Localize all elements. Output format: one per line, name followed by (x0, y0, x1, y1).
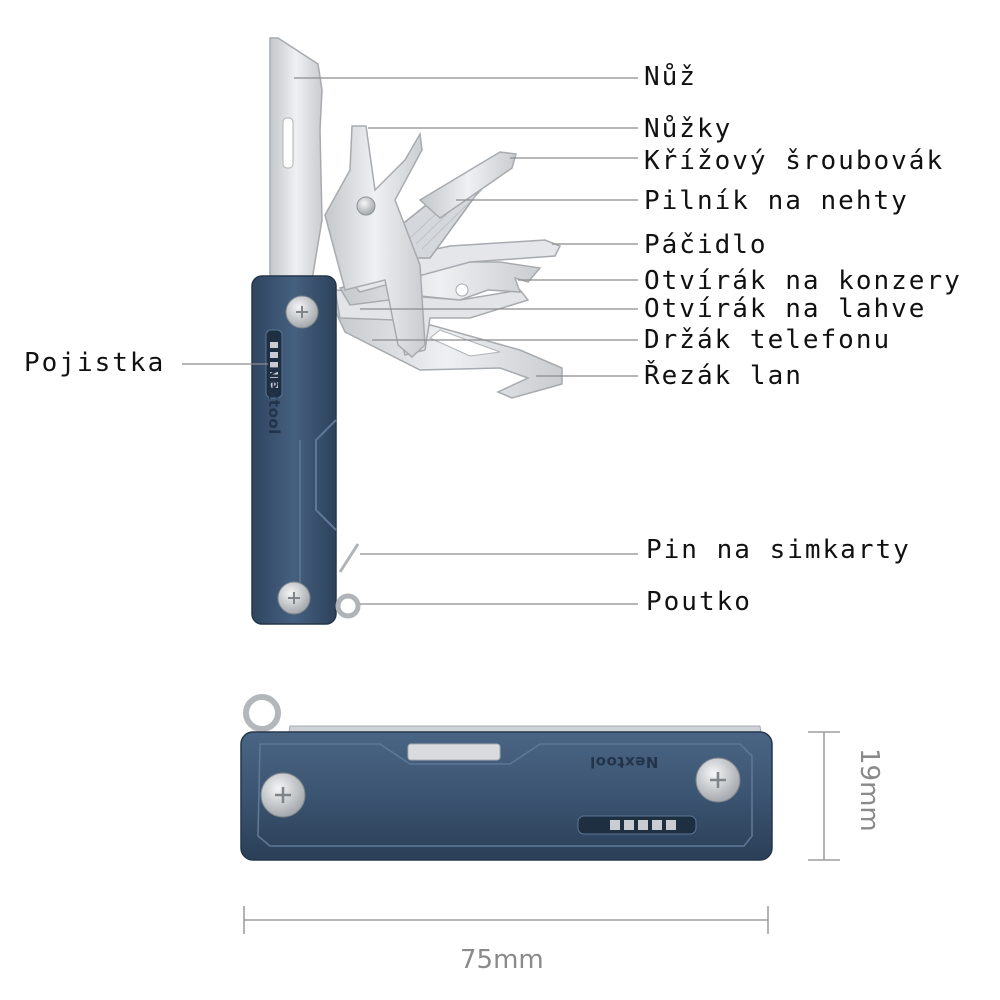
label-sim-pin: Pin na simkarty (646, 535, 911, 565)
label-nail-file: Pilník na nehty (644, 186, 909, 216)
dimension-lines (243, 731, 840, 934)
closed-multitool (240, 694, 773, 861)
label-phone-holder: Držák telefonu (644, 325, 892, 355)
label-phillips-screwdriver: Křížový šroubovák (644, 146, 945, 176)
lanyard-ring (335, 593, 361, 619)
lock-slider-closed (577, 815, 697, 835)
label-scissors: Nůžky (644, 114, 733, 144)
label-pry-bar: Páčidlo (644, 230, 768, 260)
callout-leader-lines (182, 77, 638, 605)
tool-handle-vertical (251, 275, 337, 625)
tool-handle-horizontal (240, 731, 773, 861)
label-lock: Pojistka (24, 348, 166, 378)
label-bottle-opener: Otvírák na lahve (644, 294, 927, 324)
label-knife: Nůž (644, 62, 697, 92)
brand-logo-vertical: Nextool (265, 366, 283, 435)
open-multitool (251, 37, 563, 625)
dimension-length-label: 75mm (460, 945, 544, 975)
label-lanyard: Poutko (646, 587, 752, 617)
label-rope-cutter: Řezák lan (644, 361, 803, 391)
phillips-screwdriver-tool (418, 151, 517, 219)
scissors-tool (324, 125, 426, 359)
bottle-opener-tool (334, 289, 530, 356)
lanyard-ring-closed (243, 694, 281, 732)
dimension-height-label: 19mm (854, 748, 884, 832)
brand-logo-horizontal: Nextool (589, 753, 659, 771)
rope-cutter-tool (328, 298, 563, 399)
label-can-opener: Otvírák na konzery (644, 266, 962, 296)
scissors-pivot-screw (356, 196, 376, 216)
sim-pin (338, 543, 360, 573)
knife-blade (269, 37, 323, 283)
